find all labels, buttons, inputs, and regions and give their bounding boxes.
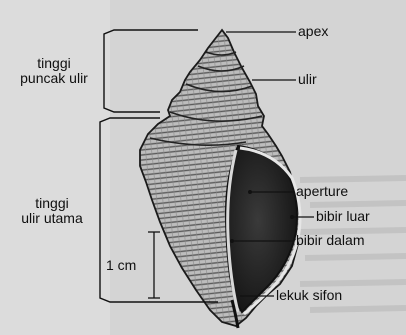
label-scale: 1 cm [106,258,136,273]
label-tinggi-puncak-ulir: tinggi puncak ulir [4,56,104,86]
label-bibir-dalam: bibir dalam [296,233,364,248]
label-line: ulir utama [2,211,102,226]
label-tinggi-ulir-utama: tinggi ulir utama [2,196,102,226]
leader-dot [290,215,294,219]
label-apex: apex [298,24,328,39]
label-line: puncak ulir [4,71,104,86]
label-aperture: aperture [296,184,348,199]
label-bibir-luar: bibir luar [316,209,370,224]
leader-dot [248,190,252,194]
label-ulir: ulir [298,72,317,87]
label-line: tinggi [4,56,104,71]
label-line: tinggi [2,196,102,211]
label-lekuk-sifon: lekuk sifon [276,288,342,303]
leader-dot [230,239,234,243]
